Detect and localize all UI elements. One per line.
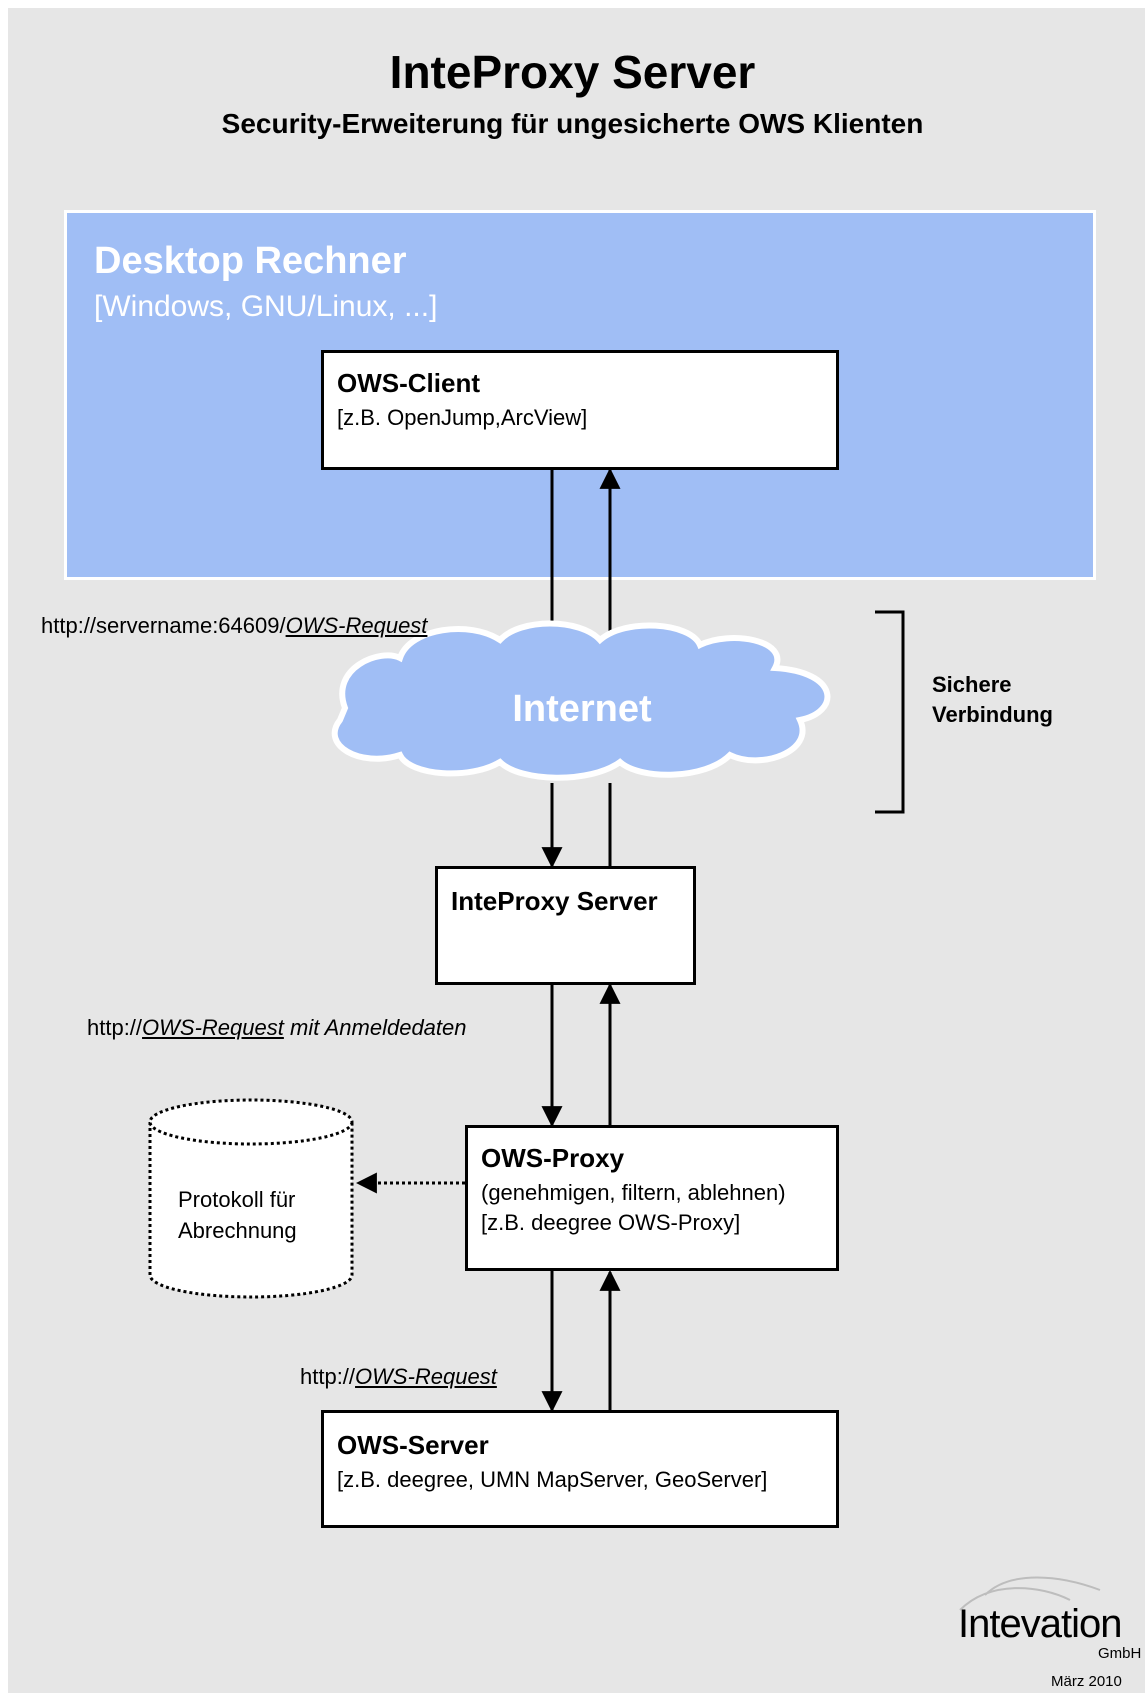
request-mid-link: OWS-Request: [142, 1015, 284, 1040]
request-mid-prefix: http://: [87, 1015, 143, 1040]
page-title: InteProxy Server: [389, 46, 756, 98]
request-top-prefix: http://servername:64609/: [41, 613, 286, 638]
request-bottom-prefix: http://: [300, 1364, 356, 1389]
desktop-area: [64, 210, 1096, 580]
request-bottom-link: OWS-Request: [355, 1364, 497, 1389]
ows-server-subtitle: [z.B. deegree, UMN MapServer, GeoServer]: [337, 1467, 768, 1492]
request-label-bottom: http://OWS-Request: [300, 1364, 497, 1390]
secure-label: Sichere Verbindung: [932, 670, 1053, 730]
protocol-line2: Abrechnung: [178, 1218, 297, 1243]
request-label-top: http://servername:64609/OWS-Request: [41, 613, 427, 639]
secure-bracket: [875, 610, 905, 814]
logo-name: Intevation: [958, 1602, 1122, 1646]
inteproxy-title: InteProxy Server: [451, 886, 658, 916]
secure-line1: Sichere: [932, 672, 1012, 697]
secure-line2: Verbindung: [932, 702, 1053, 727]
desktop-title: Desktop Rechner: [94, 240, 407, 282]
date-label: März 2010: [1051, 1673, 1122, 1690]
ows-client-box: [321, 350, 839, 470]
internet-label: Internet: [512, 688, 652, 730]
protocol-line1: Protokoll für: [178, 1187, 296, 1212]
ows-server-title: OWS-Server: [337, 1430, 489, 1460]
request-top-link: OWS-Request: [285, 613, 428, 638]
protocol-cylinder: [148, 1098, 354, 1299]
protocol-label: Protokoll für Abrechnung: [150, 1184, 352, 1246]
ows-server-box: [321, 1410, 839, 1528]
page-subtitle: Security-Erweiterung für ungesicherte OW…: [221, 108, 924, 139]
logo-suffix: GmbH: [1098, 1645, 1142, 1662]
internet-cloud: [331, 620, 831, 781]
inteproxy-box: [435, 866, 696, 985]
ows-proxy-title: OWS-Proxy: [481, 1143, 625, 1173]
ows-client-title: OWS-Client: [337, 368, 480, 398]
ows-proxy-line2: [z.B. deegree OWS-Proxy]: [481, 1210, 741, 1235]
ows-client-subtitle: [z.B. OpenJump,ArcView]: [337, 405, 588, 430]
request-label-mid: http://OWS-Request mit Anmeldedaten: [87, 1015, 467, 1041]
desktop-subtitle: [Windows, GNU/Linux, ...]: [94, 290, 438, 323]
ows-proxy-line1: (genehmigen, filtern, ablehnen): [481, 1180, 786, 1205]
ows-proxy-box: [465, 1125, 839, 1271]
request-mid-suffix: mit Anmeldedaten: [283, 1015, 467, 1040]
